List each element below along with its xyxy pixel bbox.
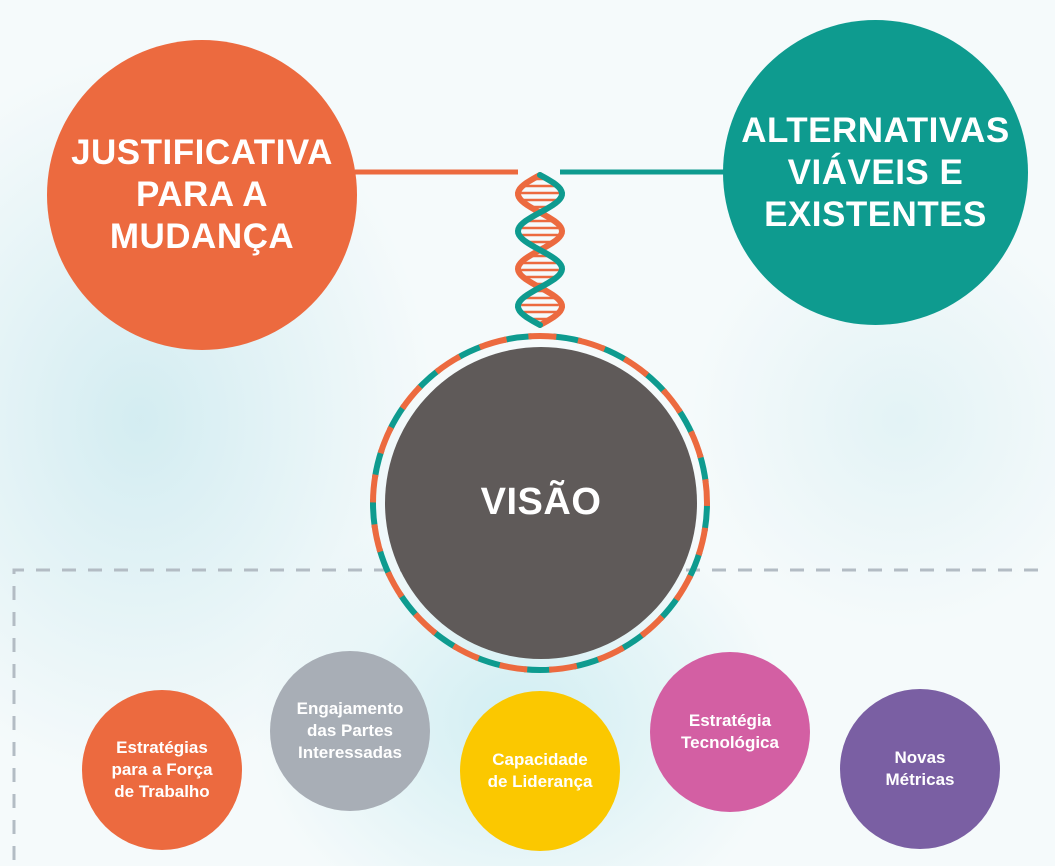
bottom-node-metricas: Novas Métricas xyxy=(840,689,1000,849)
bottom-node-metricas-label: Novas Métricas xyxy=(885,748,955,789)
bottom-node-forca-trabalho-label: Estratégias para a Força de Trabalho xyxy=(111,738,213,801)
dna-strand-teal xyxy=(514,172,566,328)
dashed-frame xyxy=(12,568,1040,860)
bottom-node-engajamento: Engajamento das Partes Interessadas xyxy=(270,651,430,811)
dna-helix-icon xyxy=(514,172,566,328)
node-justificativa-label: JUSTIFICATIVA PARA A MUDANÇA xyxy=(71,133,333,256)
vision-ring-orange xyxy=(370,333,710,673)
node-alternativas: ALTERNATIVAS VIÁVEIS E EXISTENTES xyxy=(723,20,1028,325)
bottom-node-engajamento-label: Engajamento das Partes Interessadas xyxy=(296,699,404,762)
node-justificativa: JUSTIFICATIVA PARA A MUDANÇA xyxy=(47,40,357,350)
node-visao: VISÃO xyxy=(385,347,697,659)
bottom-node-tecnologica-label: Estratégia Tecnológica xyxy=(681,711,779,752)
node-visao-label: VISÃO xyxy=(480,481,602,524)
bottom-node-lideranca: Capacidade de Liderança xyxy=(460,691,620,851)
bottom-node-forca-trabalho: Estratégias para a Força de Trabalho xyxy=(82,690,242,850)
node-alternativas-label: ALTERNATIVAS VIÁVEIS E EXISTENTES xyxy=(741,110,1010,234)
bottom-node-tecnologica: Estratégia Tecnológica xyxy=(650,652,810,812)
bottom-node-lideranca-label: Capacidade de Liderança xyxy=(487,750,593,791)
